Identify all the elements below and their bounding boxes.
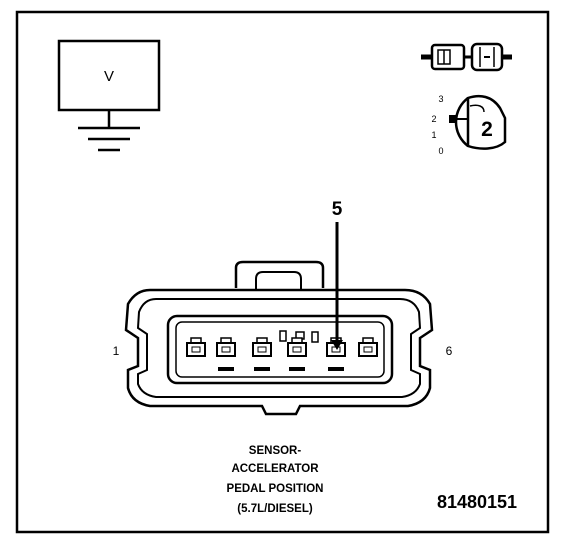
arrow-down-icon	[331, 340, 343, 350]
connector-terminals	[186, 337, 378, 371]
caption-line-4: (5.7L/DIESEL)	[237, 503, 313, 515]
caption-line-1: SENSOR-	[249, 445, 302, 457]
pin-label-right: 6	[446, 344, 453, 358]
ground-icon	[78, 126, 140, 152]
terminal-latch-bar	[254, 367, 270, 371]
scale-mark-2: 2	[431, 114, 436, 124]
pin-callout-number: 5	[332, 199, 343, 220]
scale-mark-3: 3	[438, 94, 443, 104]
pin-label-left: 1	[113, 344, 120, 358]
terminal-cavity	[287, 337, 307, 371]
terminal-latch-bar	[218, 367, 234, 371]
pin-5-callout: 5	[331, 199, 343, 350]
caption-line-3: PEDAL POSITION	[227, 483, 324, 495]
terminal-latch-bar	[328, 367, 344, 371]
selected-probe-size: 2	[481, 118, 493, 141]
terminal-cavity	[326, 337, 346, 371]
scale-mark-1: 1	[431, 130, 436, 140]
diagram-border	[15, 10, 550, 534]
terminal-cavity	[216, 337, 236, 371]
terminal-cavity	[358, 337, 378, 357]
terminal-latch-bar	[289, 367, 305, 371]
caption-line-2: ACCELERATOR	[231, 463, 319, 475]
voltmeter-label: V	[104, 68, 114, 85]
figure-number: 81480151	[437, 492, 517, 512]
connector-body	[124, 260, 434, 416]
terminal-cavity	[186, 337, 206, 357]
voltmeter-symbol: V	[57, 39, 161, 152]
terminal-cavity	[252, 337, 272, 371]
scale-mark-0: 0	[438, 146, 443, 156]
probe-adapter-icon	[421, 42, 512, 72]
connector-caption: SENSOR- ACCELERATOR PEDAL POSITION (5.7L…	[227, 445, 324, 515]
probe-size-selector-icon: 3 2 1 0 2	[431, 94, 507, 156]
